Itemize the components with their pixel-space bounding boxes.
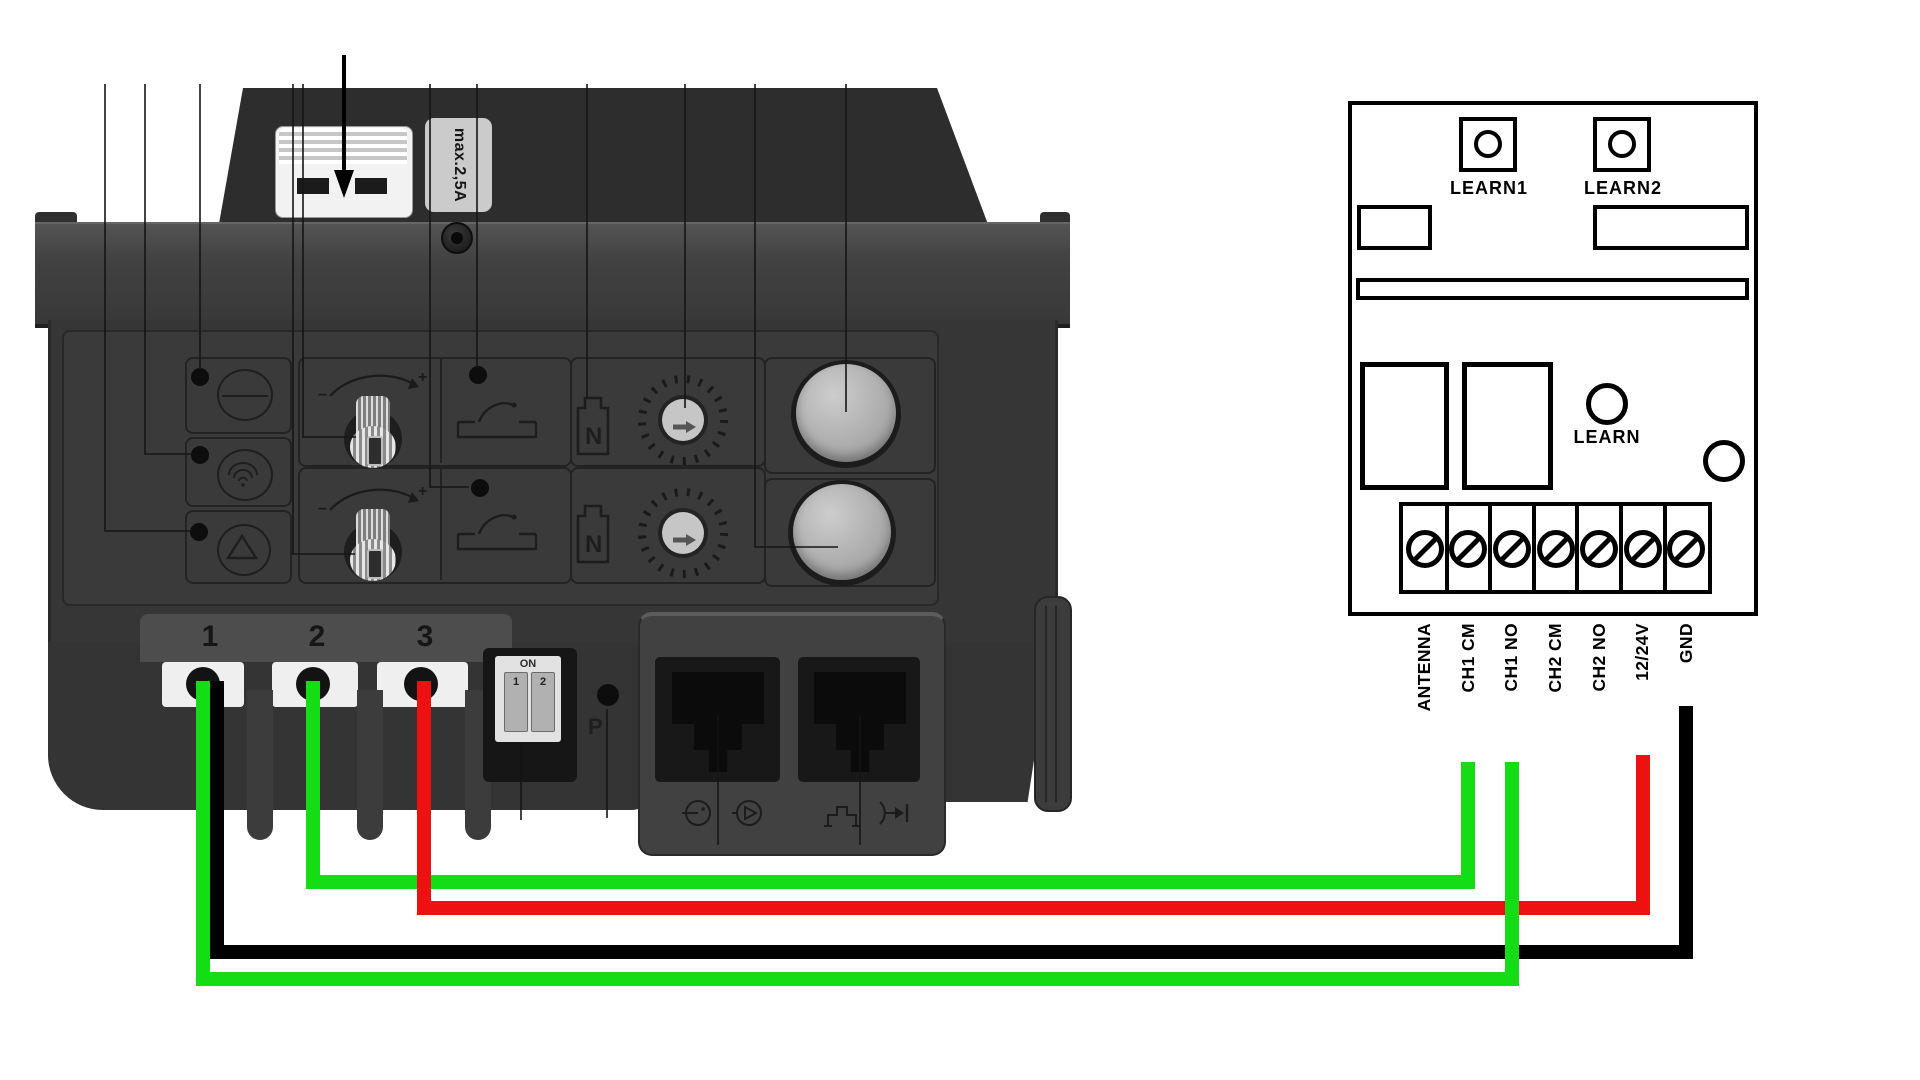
force-tick-dial-1[interactable] — [633, 370, 733, 470]
up-arrow-icon — [217, 524, 271, 576]
relay-contact-icon-2 — [452, 506, 544, 558]
dip-switch[interactable]: ON 1 2 — [495, 656, 561, 742]
receiver-terminal-label-ch2-cm: CH2 CM — [1545, 623, 1565, 693]
mounting-hole — [1703, 440, 1745, 482]
screw-terminal-gnd — [1667, 530, 1706, 568]
learn1-label: LEARN1 — [1449, 178, 1528, 198]
dip-switch-1-label: 1 — [512, 676, 520, 688]
terminal-label-1: 1 — [201, 620, 219, 653]
component-block-small — [1357, 205, 1432, 250]
relay-led-1 — [469, 366, 487, 384]
terminal-divider — [1488, 506, 1493, 590]
side-clip-rail — [1034, 596, 1072, 812]
fuse-holder-ribs — [279, 128, 407, 164]
radio-led — [191, 446, 209, 464]
receiver-terminal-label-ch2-no: CH2 NO — [1589, 623, 1609, 692]
learn2-button-dome[interactable] — [1608, 130, 1636, 158]
lamp-led — [191, 368, 209, 386]
start-arrow-icon — [732, 796, 766, 830]
push-button-2[interactable] — [793, 484, 891, 580]
terminal-divider — [1575, 506, 1580, 590]
band-tab-left — [35, 212, 77, 224]
fuse-rating-text: max.2,5A — [450, 127, 468, 203]
dip-switch-2-label: 2 — [539, 676, 547, 688]
screw-terminal-12-24v — [1623, 530, 1662, 568]
learn1-button-dome[interactable] — [1474, 130, 1502, 158]
dial-min-label: − — [318, 387, 327, 402]
terminal-label-3: 3 — [416, 620, 434, 653]
dip-on-label: ON — [519, 658, 537, 670]
terminal-divider — [1619, 506, 1623, 590]
screw-terminal-ch1-cm — [1449, 530, 1488, 568]
block-divider-2 — [440, 467, 442, 580]
terminal-hole-1[interactable] — [186, 667, 220, 701]
force-letter: N — [585, 423, 602, 450]
force-letter: N — [585, 531, 602, 558]
control-unit-band — [35, 222, 1070, 328]
receiver-terminal-label-ch1-cm: CH1 CM — [1458, 623, 1478, 693]
screw-terminal-antenna — [1405, 530, 1444, 568]
photocell-icon — [680, 796, 714, 830]
indicator-box-up — [185, 510, 292, 584]
dial-max-label: + — [418, 369, 427, 386]
relay-contact-icon-1 — [452, 394, 544, 446]
component-block-wide — [1593, 205, 1749, 250]
terminal-divider — [1662, 506, 1667, 590]
screw-terminal-ch1-no — [1493, 530, 1531, 568]
terminal-label-2: 2 — [308, 620, 326, 653]
component-bar — [1356, 278, 1749, 300]
program-led-label: P — [588, 714, 603, 739]
terminal-strip-face — [140, 614, 512, 662]
receiver-terminal-label-ch1-no: CH1 NO — [1501, 623, 1521, 692]
dial-max-label: + — [418, 483, 427, 500]
learn-led-label: LEARN — [1573, 427, 1641, 447]
terminal-separator — [247, 690, 273, 840]
rotary-dial-knob-2[interactable] — [344, 509, 402, 581]
force-weight-icon-2: N — [571, 502, 615, 568]
fuse-slot-left — [297, 178, 329, 194]
terminal-hole-3[interactable] — [404, 667, 438, 701]
terminal-divider — [1444, 506, 1449, 590]
screw-terminal-ch2-no — [1580, 530, 1619, 568]
relay-block-1 — [1360, 362, 1449, 490]
push-button-1[interactable] — [796, 364, 896, 462]
screw-terminal-ch2-cm — [1536, 530, 1575, 568]
terminal-divider — [1531, 506, 1536, 590]
lamp-icon — [217, 369, 273, 421]
rotary-dial-knob-1[interactable] — [344, 396, 402, 468]
receiver-terminal-label-12-24v: 12/24V — [1632, 623, 1652, 681]
terminal-separator — [357, 690, 383, 840]
block-divider-1 — [440, 357, 442, 463]
terminal-hole-2[interactable] — [296, 667, 330, 701]
band-tab-right — [1040, 212, 1070, 224]
housing-screw — [441, 222, 473, 254]
impulse-icon — [872, 796, 912, 830]
learn2-label: LEARN2 — [1583, 178, 1662, 198]
relay-block-2 — [1462, 362, 1553, 490]
dip-switch-2[interactable]: 2 — [531, 672, 555, 732]
receiver-terminal-label-gnd: GND — [1676, 623, 1696, 664]
dial-min-label: − — [318, 501, 327, 516]
receiver-terminal-label-antenna: ANTENNA — [1414, 623, 1434, 712]
relay-led-2 — [471, 479, 489, 497]
radio-icon — [217, 449, 273, 501]
program-led — [597, 684, 619, 706]
edge-profile-icon — [824, 800, 860, 830]
force-tick-dial-2[interactable] — [633, 483, 733, 583]
fuse-slot-right — [355, 178, 387, 194]
learn-led — [1586, 383, 1628, 425]
fuse-rating-label: max.2,5A — [425, 118, 492, 212]
up-led — [190, 523, 208, 541]
force-weight-icon-1: N — [571, 394, 615, 460]
control-unit-hood — [217, 88, 992, 235]
dip-switch-1[interactable]: 1 — [504, 672, 528, 732]
